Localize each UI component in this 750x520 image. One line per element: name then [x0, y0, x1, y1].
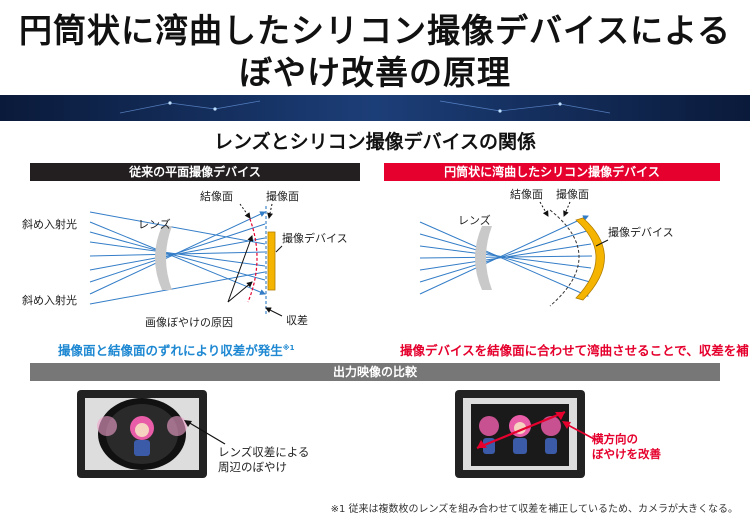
left-caption: 撮像面と結像面のずれにより収差が発生※1: [58, 343, 295, 358]
label-device: 撮像デバイス: [282, 231, 348, 245]
decorative-band: [0, 95, 750, 121]
curved-sensor-diagram: 結像面 撮像面 レンズ 撮像デバイス: [380, 184, 725, 334]
label-lens: レンズ: [138, 217, 171, 231]
section-subtitle: レンズとシリコン撮像デバイスの関係: [213, 131, 537, 153]
callout-arrow-left: [184, 420, 226, 445]
label-lens: レンズ: [458, 213, 491, 227]
flat-sensor: [267, 231, 276, 291]
right-note: 横方向のぼやけを改善: [592, 432, 661, 461]
blurred-output-screen: [77, 390, 207, 478]
callout-arrow-right: [562, 421, 597, 441]
label-oblique-bottom: 斜め入射光: [22, 293, 77, 307]
curved-sensor: [575, 217, 605, 301]
improved-output-screen: [455, 390, 585, 478]
lens-shape: [475, 226, 492, 290]
output-comparison-header: 出力映像の比較: [30, 363, 720, 381]
main-title-line2: ぼやけ改善の原理: [239, 53, 511, 92]
label-oblique-top: 斜め入射光: [22, 217, 77, 231]
label-sensor-plane: 撮像面: [556, 187, 589, 201]
left-note: レンズ収差による周辺のぼやけ: [218, 445, 310, 474]
right-column-header: 円筒状に湾曲したシリコン撮像デバイス: [384, 163, 720, 181]
lens-shape: [155, 226, 172, 290]
label-sensor-plane: 撮像面: [266, 189, 299, 203]
footnote: ※1 従来は複数枚のレンズを組み合わせて収差を補正しているため、カメラが大きくな…: [330, 504, 738, 515]
main-title-line1: 円筒状に湾曲したシリコン撮像デバイスによる: [18, 11, 732, 50]
label-image-plane: 結像面: [510, 187, 543, 201]
label-image-plane: 結像面: [200, 189, 233, 203]
label-device: 撮像デバイス: [608, 225, 674, 239]
label-blur-cause: 画像ぼやけの原因: [145, 316, 233, 329]
left-column-header: 従来の平面撮像デバイス: [30, 163, 360, 181]
flat-sensor-diagram: 結像面 撮像面 斜め入射光 斜め入射光 レンズ 撮像デバイス 画像ぼやけの原因 …: [20, 184, 365, 334]
label-aberration: 収差: [286, 313, 308, 327]
